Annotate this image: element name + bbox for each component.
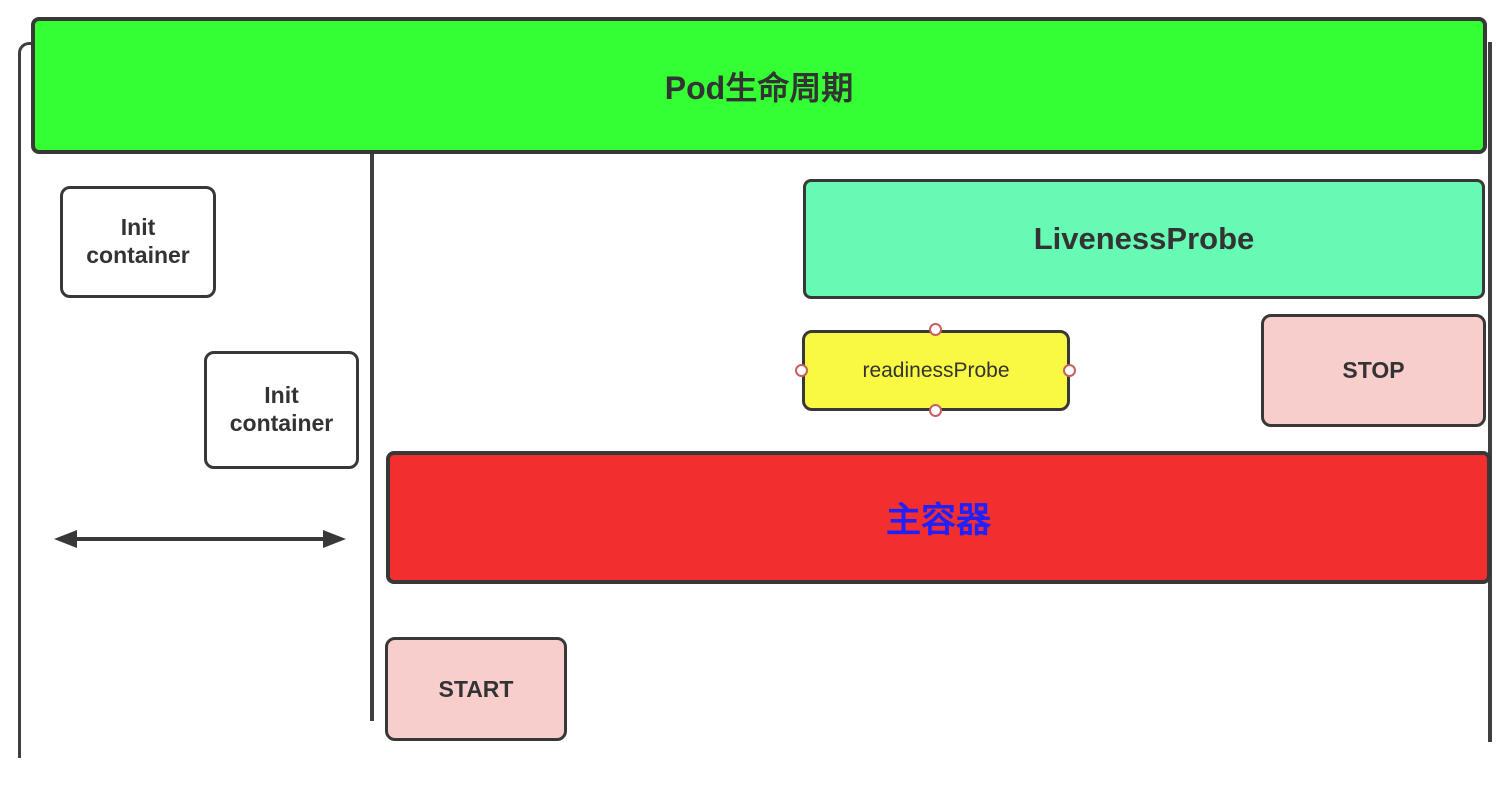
start-node[interactable]: START [385, 637, 567, 741]
init-container-label: Init container [229, 382, 334, 436]
selection-handle-right[interactable] [1063, 364, 1076, 377]
arrow-left-head-icon [54, 530, 77, 548]
pod-boundary-left-edge [18, 42, 36, 758]
selection-handle-top[interactable] [929, 323, 942, 336]
init-phase-divider-line [370, 154, 374, 721]
init-container-node-2[interactable]: Init container [204, 351, 359, 469]
main-container-label: 主容器 [885, 501, 991, 540]
start-label: START [438, 675, 514, 702]
init-container-label: Init container [86, 214, 190, 268]
main-container-node[interactable]: 主容器 [386, 451, 1491, 584]
readiness-probe-label: readinessProbe [862, 358, 1010, 382]
pod-lifecycle-banner[interactable]: Pod生命周期 [31, 17, 1487, 154]
selection-handle-left[interactable] [795, 364, 808, 377]
init-phase-double-arrow[interactable] [74, 537, 326, 541]
liveness-probe-label: LivenessProbe [1033, 221, 1255, 256]
readiness-probe-node[interactable]: readinessProbe [802, 330, 1070, 411]
pod-boundary-right-edge [1488, 42, 1492, 742]
selection-handle-bottom[interactable] [929, 404, 942, 417]
init-container-node-1[interactable]: Init container [60, 186, 216, 298]
pod-lifecycle-title: Pod生命周期 [664, 69, 854, 106]
stop-label: STOP [1342, 357, 1405, 383]
arrow-right-head-icon [323, 530, 346, 548]
liveness-probe-node[interactable]: LivenessProbe [803, 179, 1485, 299]
stop-node[interactable]: STOP [1261, 314, 1486, 427]
